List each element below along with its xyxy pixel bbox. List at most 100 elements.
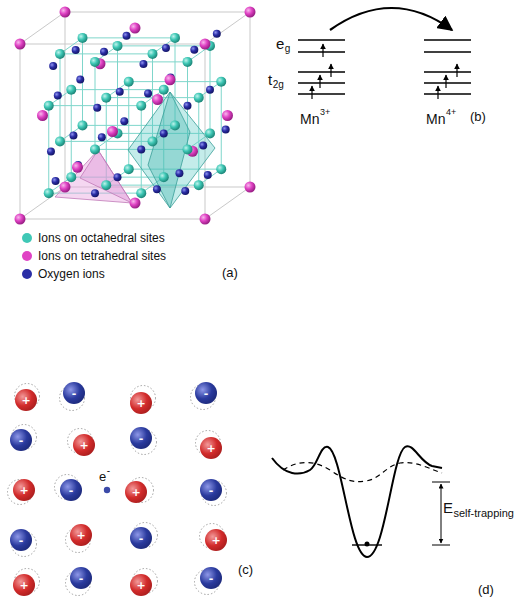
cube-edge [205,44,206,219]
t2g-level [298,71,345,73]
ion: - [60,479,82,501]
ion-charge: - [19,535,24,546]
tetrahedral-ion [130,23,141,34]
ion-charge: - [209,485,214,496]
octahedral-ion [216,164,226,174]
octahedral-ion [55,49,65,59]
ion: - [195,382,217,404]
eg-level [298,51,345,53]
ion: + [130,574,152,596]
oxygen-ion [91,189,99,197]
oxygen-ion [139,60,147,68]
level-tick [432,482,450,483]
original-positions [8,384,227,596]
label: Mn [426,112,445,126]
ion: - [200,567,222,589]
label: (d) [478,583,494,596]
spin-up [445,75,446,88]
oxygen-ion [72,46,80,54]
level-tick [432,545,450,546]
ion: + [125,481,147,503]
cube-edge [65,12,66,187]
ion-charge: - [209,573,214,584]
tetrahedral-ion [15,214,26,225]
oxygen-ion [160,129,168,137]
t2g-level [424,82,471,84]
atoms [15,7,256,225]
cube-edges [20,12,250,219]
octahedral-ion [124,164,134,174]
oxygen-ion [199,142,207,150]
ion-charge: + [19,485,28,496]
tetrahedral-ion [152,94,163,105]
ion-charge: + [76,530,85,541]
ion-charge: + [79,440,88,451]
tetrahedron-face [80,150,132,203]
octahedral-ion [44,101,54,111]
oxygen-ion [137,145,145,153]
bond-line [128,82,129,170]
octahedral-ion [148,49,158,59]
octahedral-ion [44,188,54,198]
label: t [268,72,272,87]
tetrahedral-ion [72,162,83,173]
trapped-carrier [365,542,370,547]
legend-swatch [22,269,32,279]
octahedral-ion [194,180,204,190]
oxygen-ion [162,44,170,52]
ion-charge: - [204,388,209,399]
octahedral-ion [90,144,100,154]
legend-swatch [22,251,32,261]
octahedral-ion [183,57,193,67]
ion: - [10,429,32,451]
spin-up [456,64,457,77]
spin-up [322,44,323,57]
tetrahedral-ion [222,110,233,121]
octahedral-ion [124,77,134,87]
ion-charge: - [69,485,74,496]
eg-level [424,51,471,53]
tetrahedron [55,150,132,203]
cube-edge [20,44,21,219]
ion: - [63,382,85,404]
octahedral-ion [66,85,76,95]
oxygen-ion [175,169,183,177]
ion: + [13,574,35,596]
tetrahedral-ion [245,182,256,193]
octahedron [128,92,215,208]
ion: - [10,529,32,551]
label: self-trapping [453,508,514,519]
tetrahedral-ion [60,182,71,193]
label: 2g [273,80,284,90]
tetrahedral-ion [165,74,176,85]
legend-swatch [22,233,32,243]
label: 3+ [320,108,330,117]
ion: + [200,437,222,459]
octahedral-ion [159,85,169,95]
label: (c) [238,563,253,576]
tetrahedral-ion [37,110,48,121]
oxygen-ion [213,30,221,38]
tetrahedral-ion [60,7,71,18]
legend-text: Ions on tetrahedral sites [38,250,166,262]
cube-edge [205,187,250,219]
spin-up [330,64,331,77]
ion-charge: + [136,398,145,409]
cube-edge [20,44,205,45]
ion: - [70,567,92,589]
legend-text: Oxygen ions [38,268,105,280]
oxygen-ion [98,133,106,141]
cube-edge [65,12,250,13]
oxygen-ion [52,177,60,185]
label: E [443,500,453,515]
label: e [276,36,284,51]
octahedral-ion [90,57,100,67]
cube-edge [205,12,250,44]
label: - [107,466,110,476]
ion-charge: + [19,580,28,591]
oxygen-ion [181,187,189,195]
ion: + [73,434,95,456]
oxygen-ion [204,171,212,179]
oxygen-ion [114,173,122,181]
